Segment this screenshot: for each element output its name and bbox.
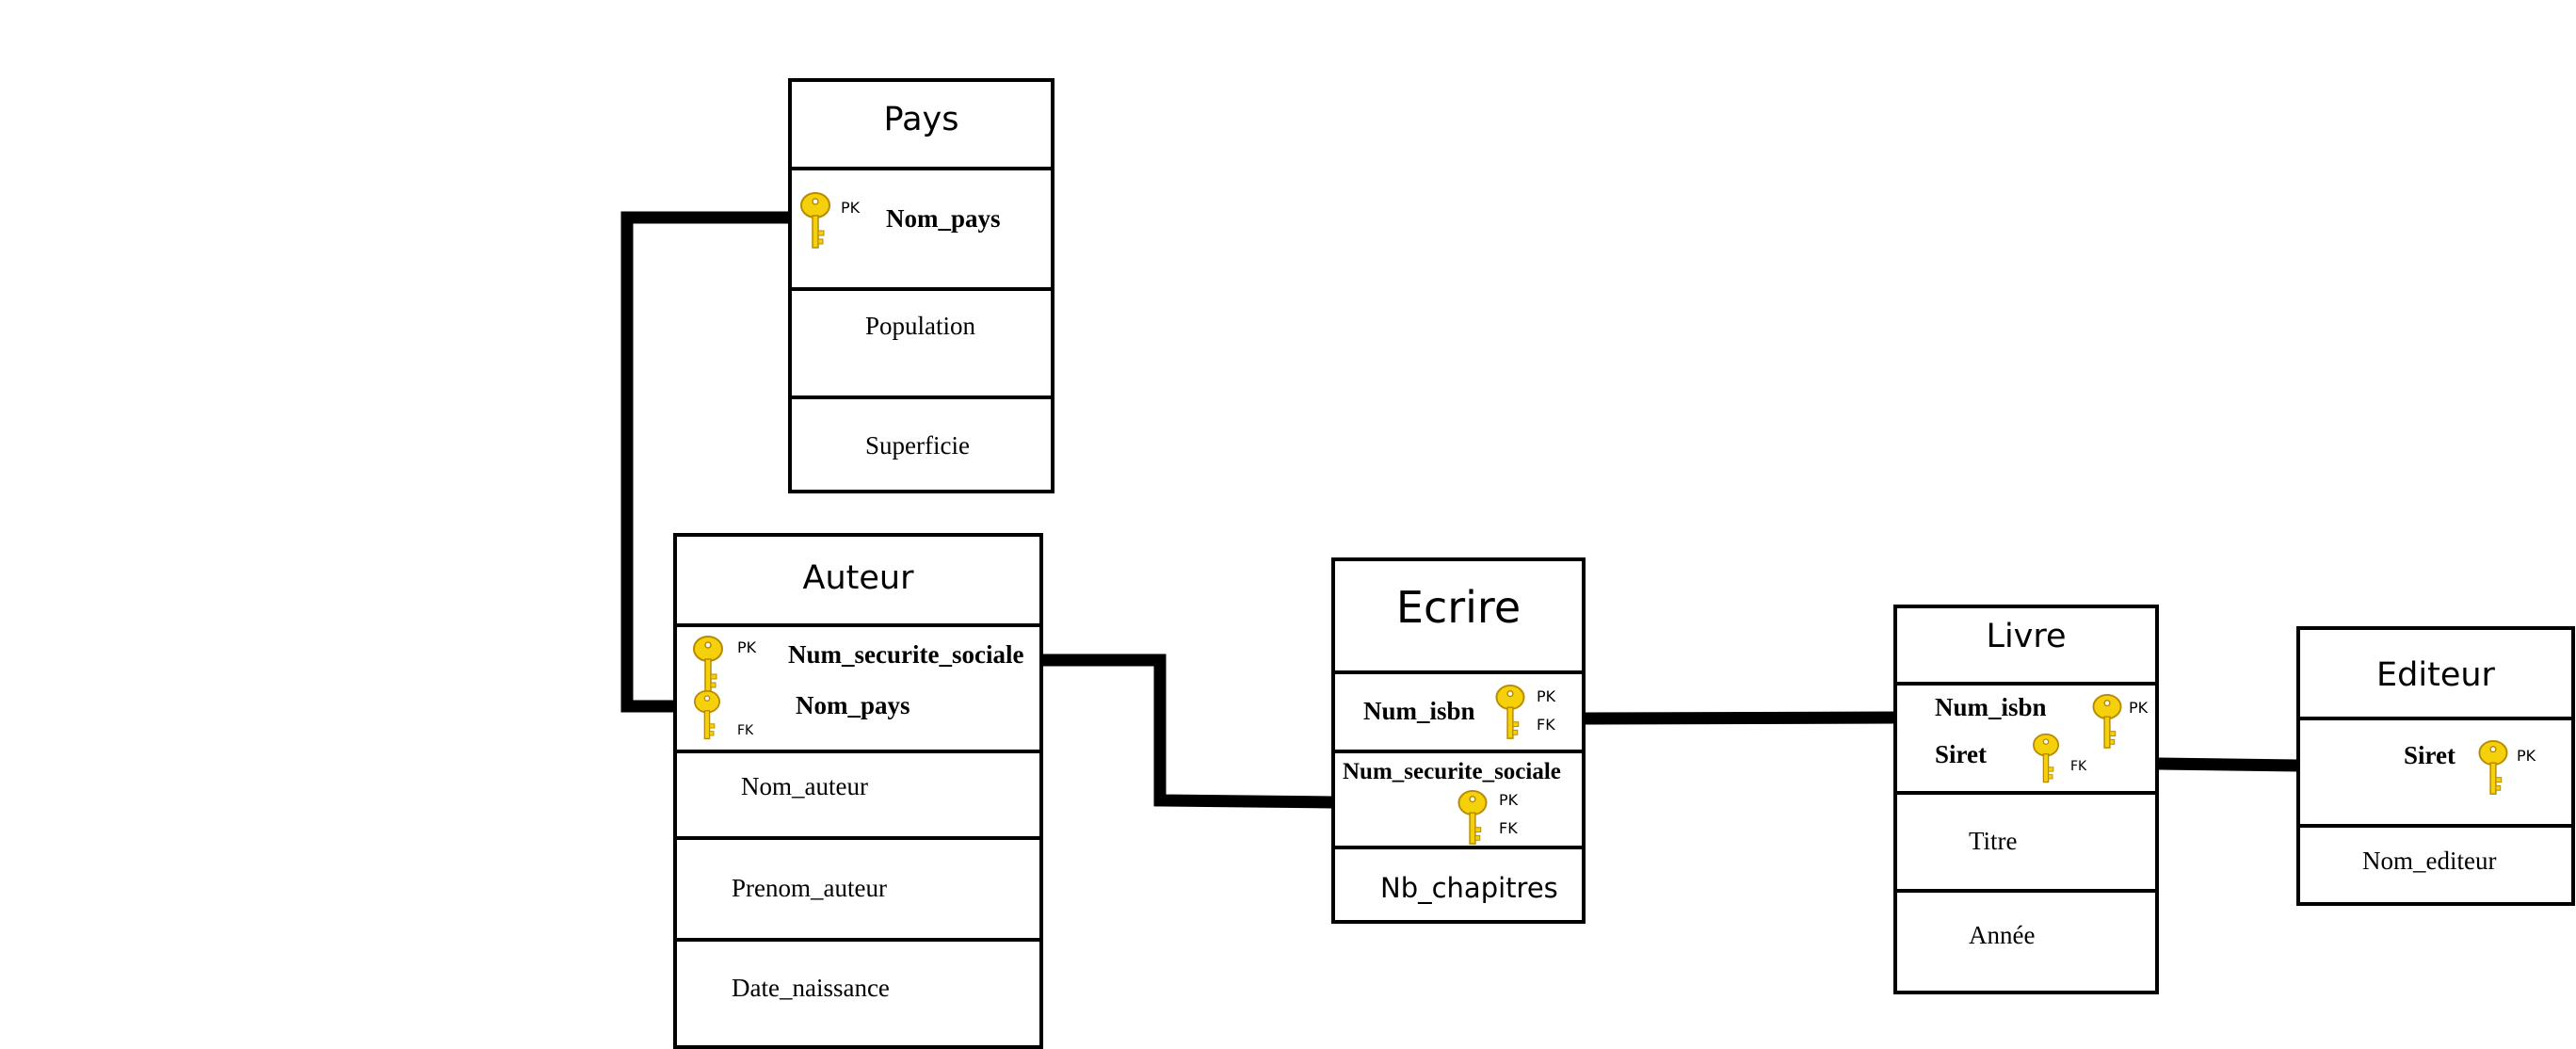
attr-row: Superficie bbox=[792, 395, 1051, 493]
attr-row: Nom_editeur bbox=[2300, 824, 2571, 902]
attr-row: Nb_chapitres bbox=[1335, 846, 1582, 920]
key-icon bbox=[2033, 733, 2059, 783]
key-icon bbox=[800, 192, 830, 249]
pk-tag: PK bbox=[841, 199, 861, 217]
attr-num-securite-sociale: Num_securite_sociale bbox=[1343, 759, 1561, 784]
attr-siret-fk: Siret bbox=[1935, 740, 1987, 768]
attr-annee: Année bbox=[1969, 921, 2036, 949]
attr-siret: Siret bbox=[2404, 741, 2455, 769]
key-icon bbox=[1457, 789, 1488, 845]
entity-editeur: Editeur Siret PK Nom_editeur bbox=[2296, 626, 2575, 906]
pk-tag: PK bbox=[1499, 791, 1519, 809]
fk-tag: FK bbox=[1499, 819, 1518, 837]
attr-nb-chapitres: Nb_chapitres bbox=[1380, 872, 1558, 904]
key-icon bbox=[694, 689, 720, 740]
key-row: Num_securite_sociale PK FK bbox=[1335, 750, 1582, 846]
fk-tag: FK bbox=[2070, 759, 2087, 774]
attr-row: Année bbox=[1897, 889, 2155, 991]
pk-tag: PK bbox=[1537, 687, 1556, 705]
attr-titre: Titre bbox=[1969, 827, 2018, 855]
entity-title: Editeur bbox=[2376, 656, 2495, 694]
attr-date-naissance: Date_naissance bbox=[732, 974, 890, 1002]
entity-ecrire: Ecrire Num_isbn PK FK Num_securite_socia… bbox=[1331, 557, 1586, 924]
attr-row: Date_naissance bbox=[677, 938, 1039, 1049]
entity-pays: Pays PK Nom_pays Population Superficie bbox=[788, 78, 1055, 493]
key-icon bbox=[1495, 684, 1525, 739]
key-row: Siret PK bbox=[2300, 717, 2571, 824]
pays-auteur-link bbox=[620, 211, 791, 713]
attr-nom-pays-fk: Nom_pays bbox=[796, 691, 910, 719]
key-icon bbox=[2092, 693, 2122, 749]
attr-num-securite-sociale: Num_securite_sociale bbox=[788, 640, 1024, 669]
attr-row: Prenom_auteur bbox=[677, 836, 1039, 938]
attr-num-isbn: Num_isbn bbox=[1363, 697, 1475, 725]
entity-title: Livre bbox=[1986, 618, 2067, 655]
attr-num-isbn: Num_isbn bbox=[1935, 693, 2047, 721]
attr-row: Nom_auteur bbox=[677, 750, 1039, 836]
entity-title: Auteur bbox=[802, 559, 914, 597]
attr-nom-auteur: Nom_auteur bbox=[741, 772, 868, 800]
attr-nom-editeur: Nom_editeur bbox=[2362, 847, 2497, 875]
attr-superficie: Superficie bbox=[865, 431, 970, 460]
fk-tag: FK bbox=[1537, 716, 1555, 734]
pk-tag: PK bbox=[2517, 747, 2536, 765]
fk-tag: FK bbox=[737, 723, 754, 738]
pk-tag: PK bbox=[2129, 699, 2149, 717]
livre-editeur-link bbox=[2158, 757, 2300, 772]
pk-tag: PK bbox=[737, 638, 757, 656]
entity-title: Ecrire bbox=[1395, 582, 1521, 633]
entity-livre: Livre Num_isbn PK Siret FK Titre Année bbox=[1893, 605, 2159, 994]
attr-population: Population bbox=[865, 312, 976, 340]
pk-row: PK Nom_pays bbox=[792, 167, 1051, 287]
key-row: Num_isbn PK Siret FK bbox=[1897, 682, 2155, 791]
attr-row: Population bbox=[792, 287, 1051, 395]
key-icon bbox=[693, 636, 723, 692]
entity-auteur: Auteur PK Num_securite_sociale FK Nom_pa… bbox=[673, 533, 1043, 1049]
key-row: Num_isbn PK FK bbox=[1335, 670, 1582, 750]
key-row: PK Num_securite_sociale FK Nom_pays bbox=[677, 623, 1039, 750]
key-icon bbox=[2478, 739, 2508, 795]
attr-prenom-auteur: Prenom_auteur bbox=[732, 874, 887, 902]
attr-nom-pays: Nom_pays bbox=[886, 204, 1001, 233]
attr-row: Titre bbox=[1897, 791, 2155, 889]
auteur-ecrire-link bbox=[1041, 654, 1334, 809]
entity-title: Pays bbox=[883, 101, 959, 138]
